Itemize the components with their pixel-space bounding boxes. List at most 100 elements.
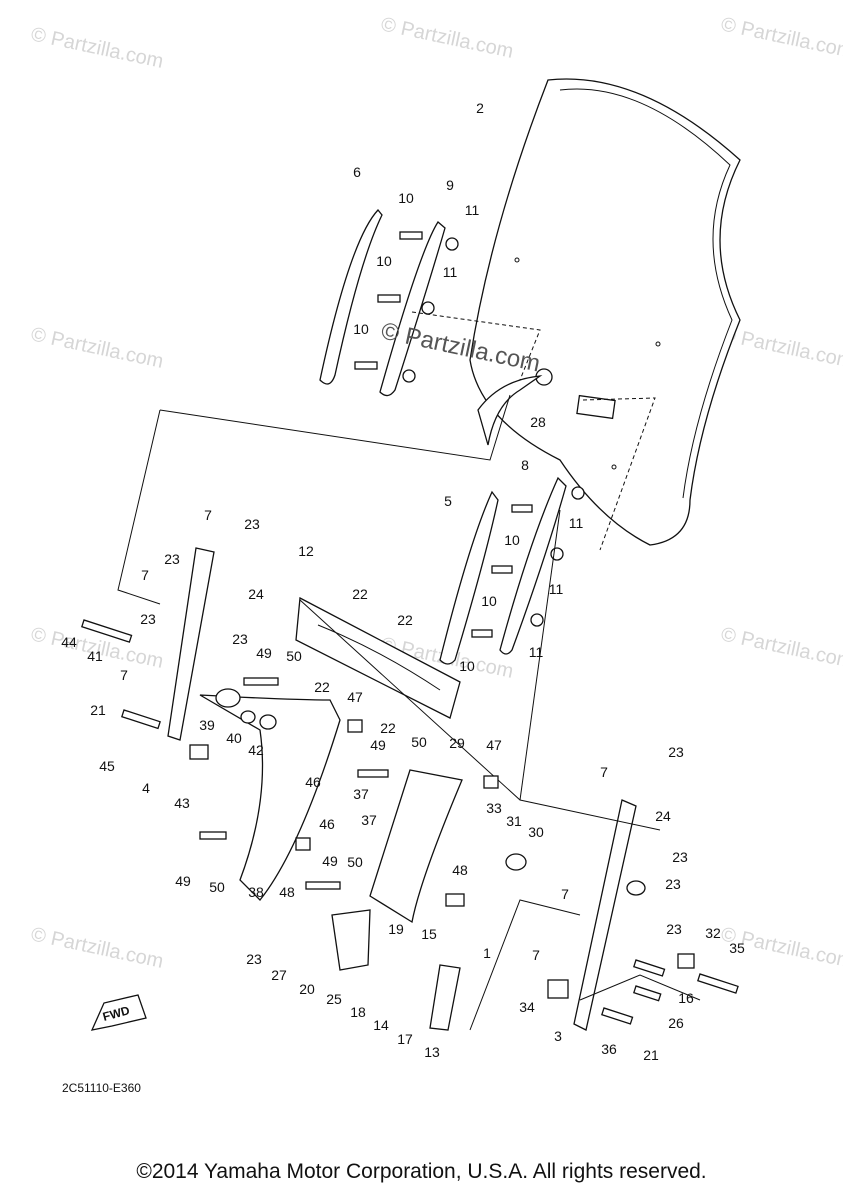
callout-7: 7 [532,947,540,963]
bolt-icon [243,677,279,686]
callout-11: 11 [549,581,564,597]
nut-icon [445,237,459,251]
right-bracket [573,799,637,1031]
ref-line [159,394,511,461]
callout-37: 37 [353,786,369,802]
callout-20: 20 [299,981,315,997]
callout-47: 47 [486,737,502,753]
callout-38: 38 [248,884,264,900]
callout-16: 16 [678,990,694,1006]
callout-49: 49 [256,645,272,661]
callout-7: 7 [120,667,128,683]
callout-29: 29 [449,735,465,751]
callout-28: 28 [530,414,546,430]
callout-39: 39 [199,717,215,733]
callout-13: 13 [424,1044,440,1060]
callout-23: 23 [246,951,262,967]
callout-44: 44 [61,634,77,650]
callout-35: 35 [729,940,745,956]
callout-12: 12 [298,543,314,559]
bolt-icon [491,565,513,574]
callout-33: 33 [486,800,502,816]
callout-49: 49 [322,853,338,869]
center-plate [369,769,463,924]
long-bolts [81,619,739,1025]
bolt-icon [377,294,401,303]
callout-11: 11 [465,202,480,218]
callout-15: 15 [421,926,437,942]
mount-hole [611,464,617,470]
callout-5: 5 [444,493,452,509]
callout-23: 23 [665,876,681,892]
callout-24: 24 [248,586,264,602]
bolt-icon [697,973,739,994]
callout-7: 7 [141,567,149,583]
nut-icon [402,369,416,383]
callout-36: 36 [601,1041,617,1057]
callout-49: 49 [175,873,191,889]
lower-link [429,964,461,1031]
callout-23: 23 [164,551,180,567]
left-brace [199,694,341,901]
callout-7: 7 [561,886,569,902]
callout-26: 26 [668,1015,684,1031]
bolt-icon [511,504,533,513]
callout-8: 8 [521,457,529,473]
callout-34: 34 [519,999,535,1015]
callout-47: 47 [347,689,363,705]
bolt-icon [121,709,161,730]
callout-37: 37 [361,812,377,828]
fwd-label: FWD [101,1003,131,1024]
callout-25: 25 [326,991,342,1007]
callout-23: 23 [668,744,684,760]
callout-21: 21 [643,1047,659,1063]
callout-48: 48 [452,862,468,878]
callout-10: 10 [481,593,497,609]
callout-41: 41 [87,648,103,664]
callout-23: 23 [232,631,248,647]
windshield-edge [559,88,733,499]
collar-icon [295,837,311,851]
bolt-icon [399,231,423,240]
nut-icon [530,613,544,627]
fwd-arrow: FWD [90,994,147,1031]
collar-icon [445,893,465,907]
mount-hole [655,341,661,347]
ref-line [582,397,656,551]
watermark-text: © Partzilla.com [29,923,165,973]
callout-19: 19 [388,921,404,937]
ref-line [519,509,561,801]
ref-line [411,311,541,381]
callout-11: 11 [569,515,584,531]
callout-42: 42 [248,742,264,758]
callout-30: 30 [528,824,544,840]
callout-11: 11 [529,644,544,660]
left-bracket [167,547,215,741]
bushing-icon [215,688,241,708]
callout-10: 10 [504,532,520,548]
nut-icon [571,486,585,500]
callout-23: 23 [666,921,682,937]
callout-10: 10 [398,190,414,206]
callout-24: 24 [655,808,671,824]
callout-10: 10 [353,321,369,337]
callout-49: 49 [370,737,386,753]
garnish-right [439,490,499,665]
callout-43: 43 [174,795,190,811]
ref-line [117,409,161,605]
watermark-text: © Partzilla.com [719,323,843,373]
bolt-icon [199,831,227,840]
callout-labels: 1234567777778910101010101011111111111213… [61,100,745,1063]
bolt-icon [471,629,493,638]
upper-cross-panel [295,596,461,719]
watermark-text: © Partzilla.com [719,623,843,673]
bolt-icon [357,769,389,778]
callout-7: 7 [204,507,212,523]
windshield-inner-trim [477,375,543,446]
cross-panel-rib [317,624,441,691]
collar-icon [626,880,646,896]
callout-18: 18 [350,1004,366,1020]
callout-31: 31 [506,813,522,829]
label-plate [576,394,616,420]
